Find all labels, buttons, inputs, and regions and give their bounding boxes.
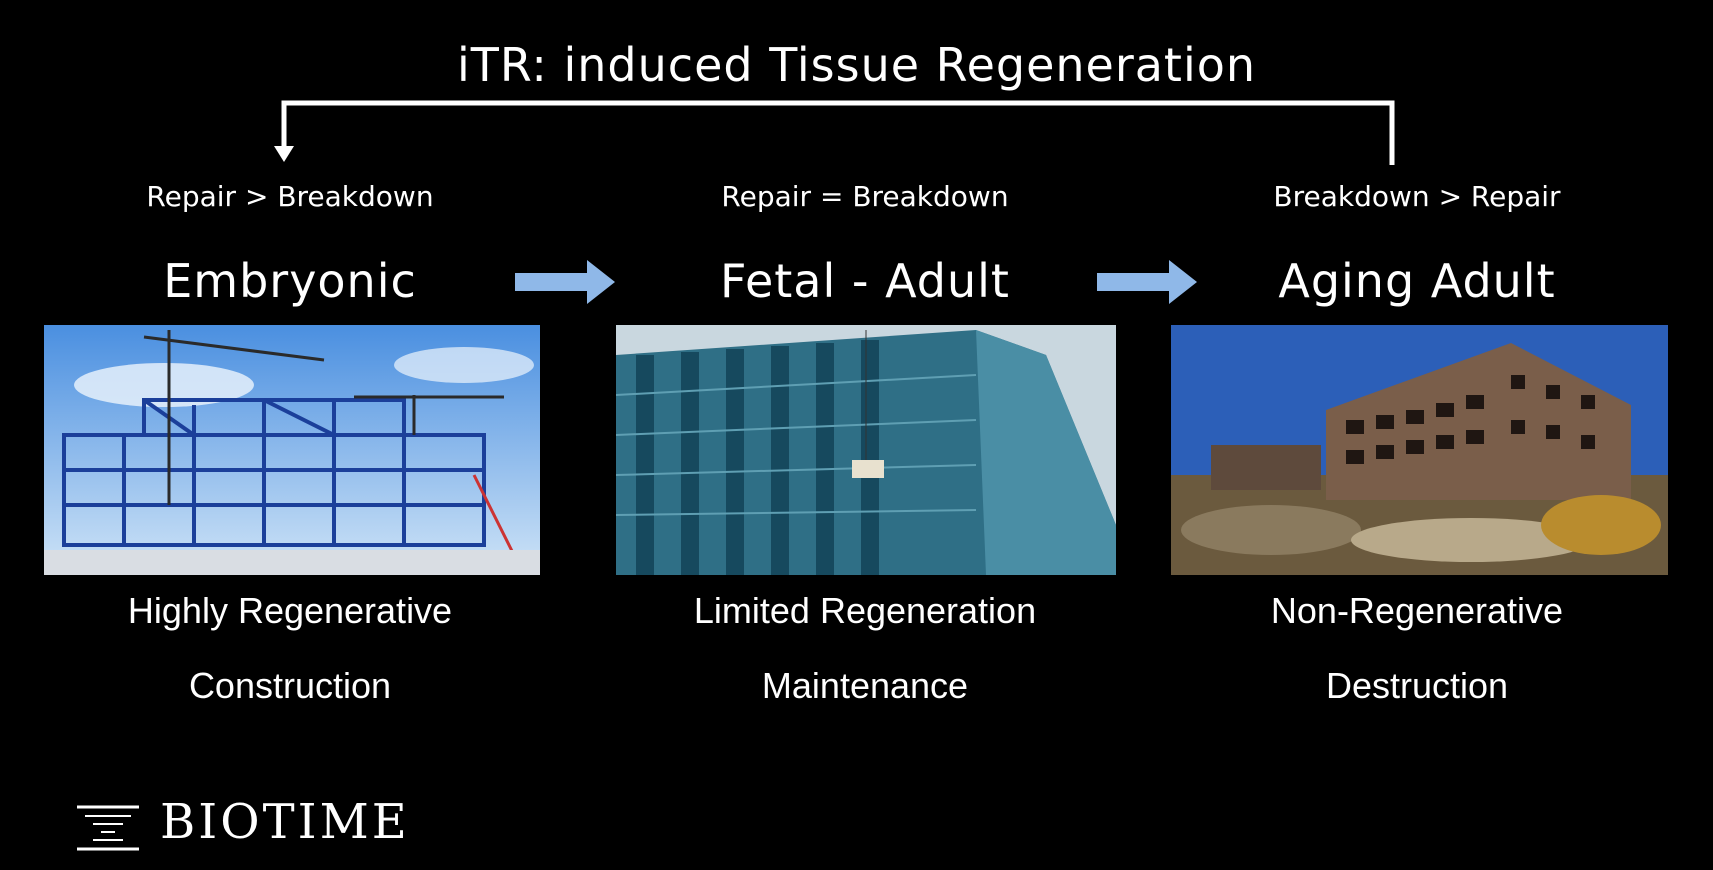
glass-office-building-image	[616, 325, 1116, 575]
biotime-logo-text: BIOTIME	[160, 794, 410, 850]
stage-3-role: Destruction	[1157, 665, 1677, 707]
stage-1-role: Construction	[30, 665, 550, 707]
bracket-arrowhead	[274, 146, 294, 162]
biotime-logo-icon	[75, 804, 141, 852]
stage-2-description: Limited Regeneration	[605, 590, 1125, 632]
stage-3-description: Non-Regenerative	[1157, 590, 1677, 632]
stage-3-name: Aging Adult	[1157, 254, 1677, 308]
stage-3-balance: Breakdown > Repair	[1157, 180, 1677, 213]
stage-1-name: Embryonic	[30, 254, 550, 308]
construction-site-image	[44, 325, 540, 575]
stage-2-role: Maintenance	[605, 665, 1125, 707]
stage-1-description: Highly Regenerative	[30, 590, 550, 632]
feedback-bracket-arrow	[0, 0, 1713, 200]
stage-1-balance: Repair > Breakdown	[30, 180, 550, 213]
stage-2-balance: Repair = Breakdown	[605, 180, 1125, 213]
stage-2-name: Fetal - Adult	[605, 254, 1125, 308]
abandoned-building-image	[1171, 325, 1668, 575]
